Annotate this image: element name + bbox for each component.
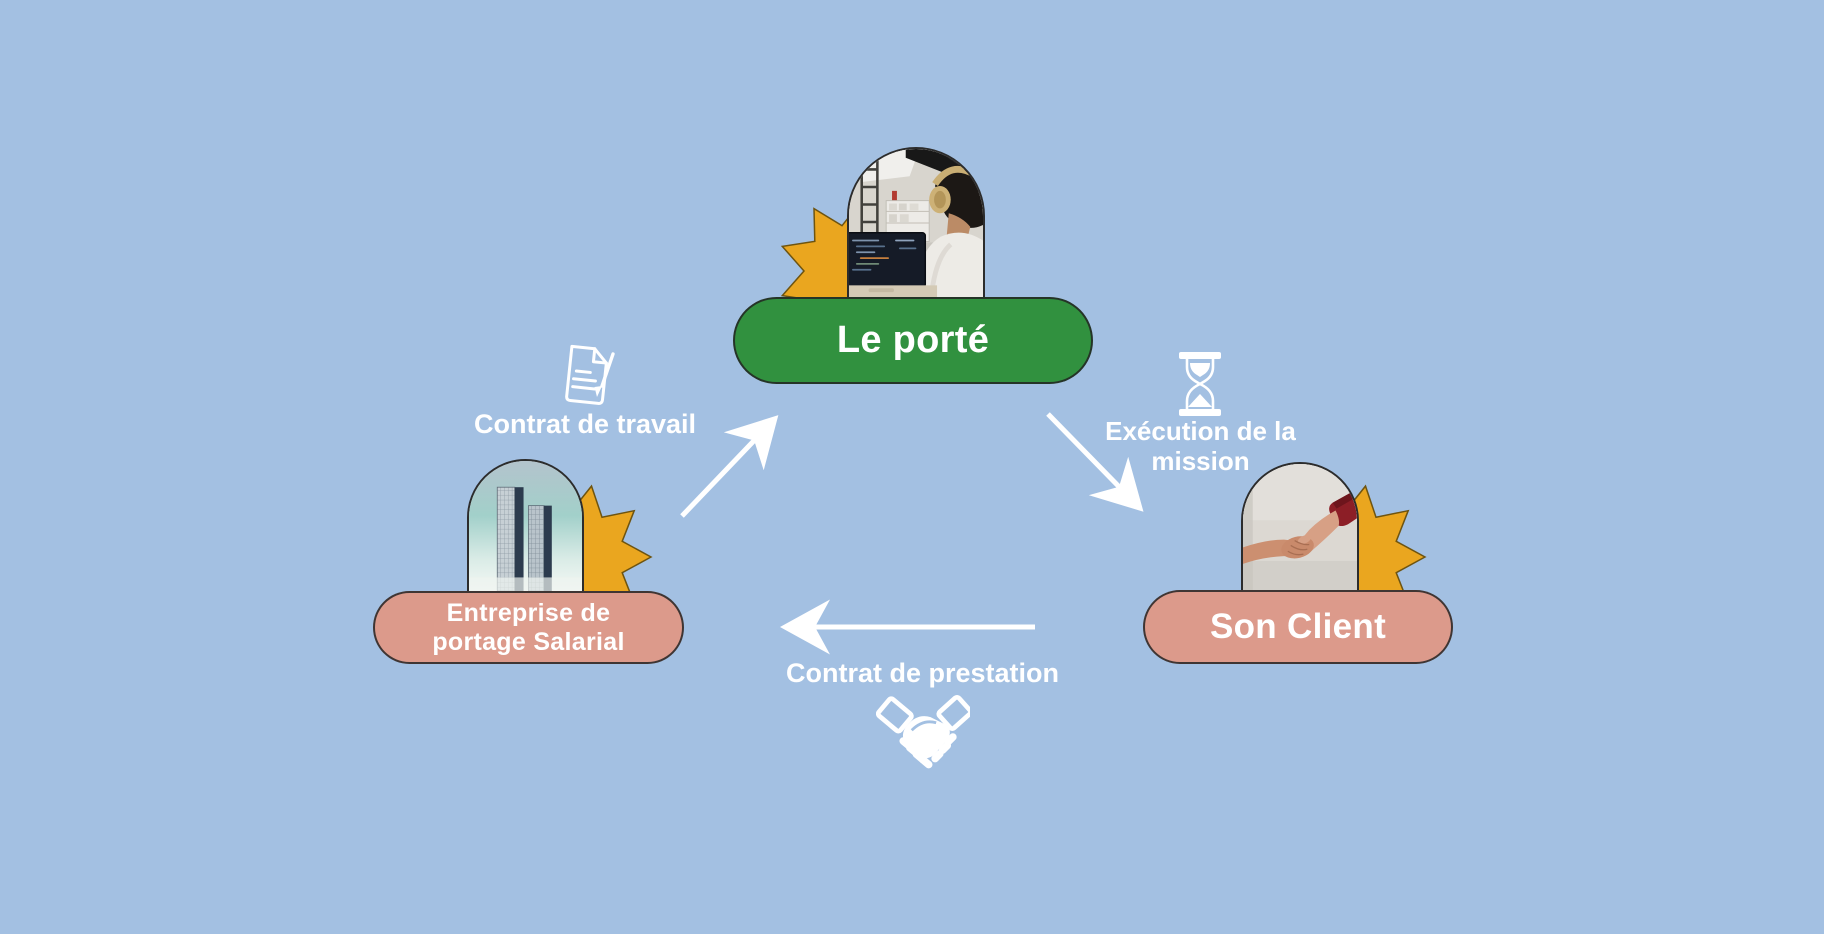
le-porte-label: Le porté xyxy=(836,319,990,361)
handshake-photo xyxy=(1241,462,1359,592)
handshake-photo-illustration xyxy=(1243,464,1357,590)
building-photo-illustration xyxy=(469,461,582,591)
office-building-photo xyxy=(467,459,584,593)
document-pen-icon xyxy=(565,344,615,405)
entreprise-label-line2: portage Salarial xyxy=(432,627,625,656)
son-client-label: Son Client xyxy=(1209,607,1387,646)
entreprise-portage-pill: Entreprise de portage Salarial xyxy=(373,591,684,664)
execution-mission-label: Exécution de la mission xyxy=(1105,416,1296,477)
le-porte-pill: Le porté xyxy=(733,297,1093,384)
worker-photo xyxy=(847,147,985,300)
contrat-de-travail-label: Contrat de travail xyxy=(473,409,697,439)
son-client-pill: Son Client xyxy=(1143,590,1453,664)
contrat-de-prestation-label: Contrat de prestation xyxy=(785,658,1060,688)
entreprise-label-line1: Entreprise de xyxy=(446,599,611,627)
handshake-icon xyxy=(876,694,970,769)
worker-photo-illustration xyxy=(849,149,983,298)
hourglass-icon xyxy=(1179,352,1221,416)
